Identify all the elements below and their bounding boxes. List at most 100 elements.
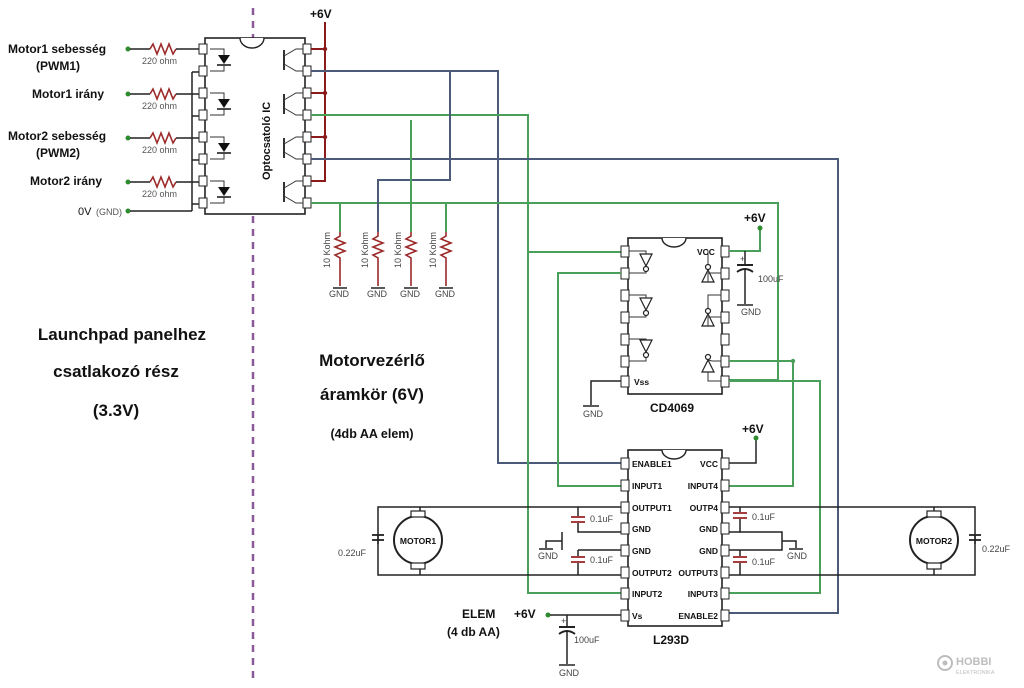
left-section-label: Launchpad panelhez csatlakozó rész (3.3V… [38,325,206,420]
svg-text:+6V: +6V [514,607,536,621]
resistor-label: 220 ohm [142,145,177,155]
svg-text:10 Kohm: 10 Kohm [360,232,370,268]
svg-text:VCC: VCC [697,247,715,257]
input-sublabel: (PWM2) [36,146,80,160]
watermark-logo: HOBBI ELEKTRONIKA [937,655,995,676]
motor2-label: MOTOR2 [916,536,952,546]
svg-text:GND: GND [699,546,718,556]
svg-text:GND: GND [400,289,421,299]
battery-sublabel: (4 db AA) [447,625,500,639]
l293d-ic: ENABLE1 INPUT1 OUTPUT1 GND GND OUTPUT2 I… [620,449,730,647]
resistor-220 [149,130,177,146]
resistor-220 [149,174,177,190]
input-motor2-speed: Motor2 sebesség (PWM2) 220 ohm [8,129,205,160]
svg-text:OUTPUT2: OUTPUT2 [632,568,672,578]
battery-label: ELEM [462,607,495,621]
svg-text:+: + [561,616,566,626]
svg-text:Launchpad panelhez: Launchpad panelhez [38,325,206,344]
ground-suffix: (GND) [96,207,122,217]
optocoupler-ic: Optocsatoló IC [198,37,312,215]
input-label: Motor2 sebesség [8,129,106,143]
input-sublabel: (PWM1) [36,59,80,73]
svg-text:GND: GND [699,524,718,534]
input-label: Motor1 irány [32,87,104,101]
svg-text:0.1uF: 0.1uF [590,514,614,524]
svg-text:Vs: Vs [632,611,643,621]
svg-text:ELEKTRONIKA: ELEKTRONIKA [956,670,995,676]
supply-label: +6V [310,7,332,21]
phototransistors [283,48,303,204]
input-label: Motor2 irány [30,174,102,188]
svg-text:(4db AA elem): (4db AA elem) [330,427,413,441]
svg-text:GND: GND [559,668,580,678]
svg-text:+6V: +6V [744,211,766,225]
input-label: Motor1 sebesség [8,42,106,56]
svg-text:0.1uF: 0.1uF [752,557,776,567]
svg-text:INPUT2: INPUT2 [632,589,663,599]
svg-text:csatlakozó rész: csatlakozó rész [53,362,179,381]
svg-text:INPUT4: INPUT4 [688,481,719,491]
svg-text:GND: GND [787,551,808,561]
input-terminal [125,91,131,97]
cd4069-ic: VCC Vss CD4069 GND [583,237,730,419]
svg-text:áramkör (6V): áramkör (6V) [320,385,424,404]
svg-text:INPUT3: INPUT3 [688,589,719,599]
resistor-label: 220 ohm [142,101,177,111]
svg-text:GND: GND [583,409,604,419]
input-motor1-speed: Motor1 sebesség (PWM1) 220 ohm [8,41,205,73]
svg-text:GND: GND [632,546,651,556]
svg-text:10 Kohm: 10 Kohm [393,232,403,268]
motor2-circuit: 0.22uF MOTOR2 0.1uF GND 0.1uF [729,506,1011,576]
svg-text:VCC: VCC [700,459,718,469]
svg-text:HOBBI: HOBBI [956,656,991,668]
svg-text:0.22uF: 0.22uF [338,548,367,558]
svg-text:0.22uF: 0.22uF [982,544,1011,554]
motor1-circuit: 0.22uF MOTOR1 0.1uF 0.1uF GND [338,506,621,576]
battery-supply: ELEM (4 db AA) +6V + 100uF GND [447,607,621,678]
led-diodes [217,55,231,198]
pulldown-resistors: 10 Kohm GND 10 Kohm GND 10 Kohm GND 10 K… [322,232,456,299]
right-section-label: Motorvezérlő áramkör (6V) (4db AA elem) [319,351,425,441]
input-terminal [125,179,131,185]
svg-text:+6V: +6V [742,422,764,436]
ground-label: 0V [78,206,92,218]
svg-text:OUTPUT3: OUTPUT3 [678,568,718,578]
top-supply: +6V [310,7,332,182]
svg-text:0.1uF: 0.1uF [590,555,614,565]
l293d-name: L293D [653,633,689,647]
svg-text:100uF: 100uF [758,274,784,284]
svg-text:0.1uF: 0.1uF [752,512,776,522]
svg-text:Motorvezérlő: Motorvezérlő [319,351,425,370]
resistor-label: 220 ohm [142,56,177,66]
resistor-label: 220 ohm [142,189,177,199]
svg-text:Vss: Vss [634,377,649,387]
svg-text:OUTPUT1: OUTPUT1 [632,503,672,513]
input-motor1-direction: Motor1 irány 220 ohm [32,86,205,111]
svg-text:INPUT1: INPUT1 [632,481,663,491]
motor1-label: MOTOR1 [400,536,436,546]
input-motor2-direction: Motor2 irány 220 ohm [30,174,205,199]
resistor-220 [149,86,177,102]
svg-text:GND: GND [435,289,456,299]
svg-text:+: + [740,254,745,264]
l293d-supply: +6V [729,422,764,464]
svg-text:GND: GND [538,551,559,561]
svg-text:10 Kohm: 10 Kohm [322,232,332,268]
input-terminal [125,46,131,52]
svg-text:GND: GND [367,289,388,299]
svg-text:OUTP4: OUTP4 [690,503,719,513]
input-terminal [125,208,131,214]
svg-text:100uF: 100uF [574,635,600,645]
input-terminal [125,135,131,141]
svg-text:(3.3V): (3.3V) [93,401,139,420]
svg-text:GND: GND [329,289,350,299]
cd4069-wiring: +6V + 100uF GND [527,211,821,594]
resistor-220 [149,41,177,57]
svg-text:ENABLE1: ENABLE1 [632,459,672,469]
svg-text:10 Kohm: 10 Kohm [428,232,438,268]
optocoupler-label: Optocsatoló IC [261,102,273,180]
svg-text:GND: GND [741,307,762,317]
svg-text:ENABLE2: ENABLE2 [678,611,718,621]
cd4069-name: CD4069 [650,401,694,415]
